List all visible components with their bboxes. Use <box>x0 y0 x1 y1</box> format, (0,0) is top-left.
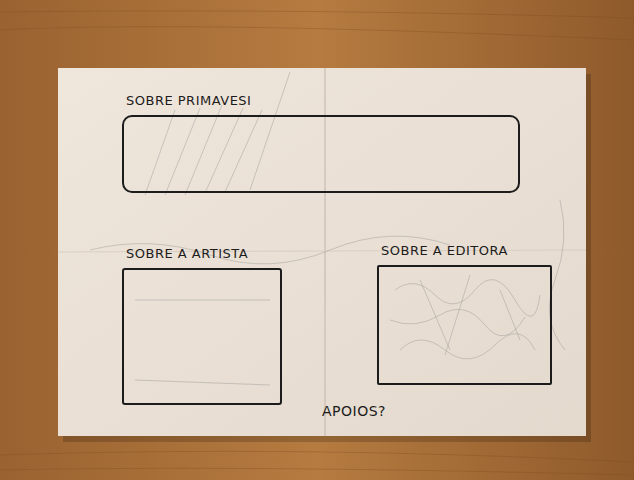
note-label: APOIOS? <box>322 403 386 419</box>
paper-sheet <box>58 68 586 436</box>
section-heading: SOBRE PRIMAVESI <box>126 93 251 108</box>
section-box: SOBRE A ARTISTA <box>122 268 282 405</box>
pencil-scribbles <box>90 72 565 385</box>
section-box: SOBRE A EDITORA <box>377 265 552 385</box>
section-heading: SOBRE A ARTISTA <box>126 246 248 261</box>
section-heading: SOBRE A EDITORA <box>381 243 508 258</box>
section-box: SOBRE PRIMAVESI <box>122 115 520 193</box>
wood-grain <box>0 11 634 475</box>
